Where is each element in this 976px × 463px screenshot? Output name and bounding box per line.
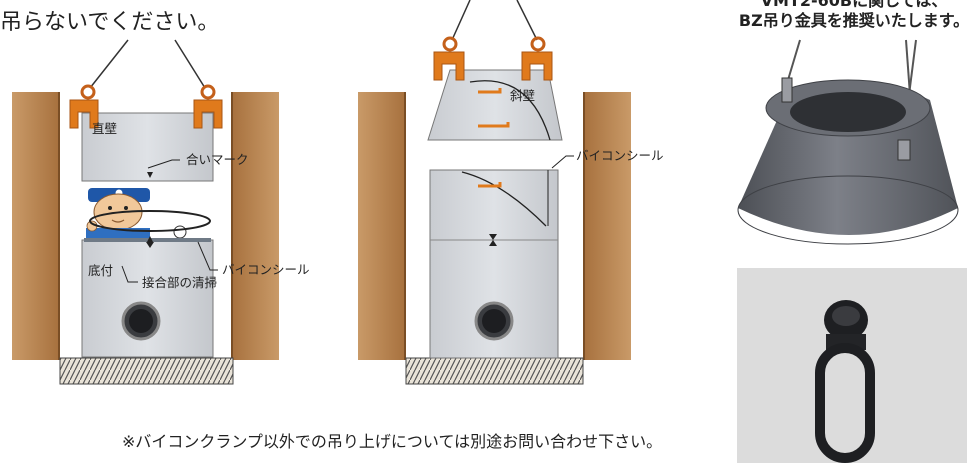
middle-left-clamp — [433, 36, 465, 81]
sloped-block-label: 斜壁 — [510, 88, 535, 103]
cleaning-label: 接合部の清掃 — [142, 275, 217, 290]
mark-label: 合いマーク — [186, 152, 249, 167]
lower-mark-arrow — [147, 236, 153, 242]
middle-right-clamp — [521, 36, 553, 81]
middle-trench — [358, 92, 631, 385]
worker-figure — [86, 188, 187, 240]
right-soil-wall — [233, 92, 279, 360]
left-clamp — [69, 84, 99, 129]
lifting-ring-photo — [737, 268, 967, 463]
caution-text: 吊らないでください。 — [0, 10, 220, 35]
middle-hoist-lines — [451, 0, 538, 41]
right-clamp — [193, 84, 223, 129]
upper-block — [81, 112, 214, 182]
upper-mark-arrow — [147, 172, 153, 178]
left-soil-wall — [12, 92, 58, 360]
sloped-block — [427, 69, 563, 141]
left-seal-label: バイコンシール — [222, 262, 310, 277]
middle-seal-label: バイコンシール — [576, 148, 664, 163]
gravel-base — [59, 357, 234, 385]
footer-note: ※バイコンクランプ以外での吊り上げについては別途お問い合わせ下さい。 — [122, 432, 663, 451]
upper-block-label: 直壁 — [92, 121, 117, 136]
bicon-seal-ring — [89, 210, 211, 232]
lower-block-label: 底付 — [88, 263, 113, 278]
lower-block — [81, 239, 214, 358]
left-trench — [12, 92, 279, 385]
recommendation-line-1: VMT2-60Bに関しては、 — [760, 0, 948, 10]
left-hoist-lines — [89, 39, 206, 89]
recommendation-line-2: BZ吊り金具を推奨いたします。 — [738, 11, 970, 30]
cone-product-image — [737, 39, 959, 245]
